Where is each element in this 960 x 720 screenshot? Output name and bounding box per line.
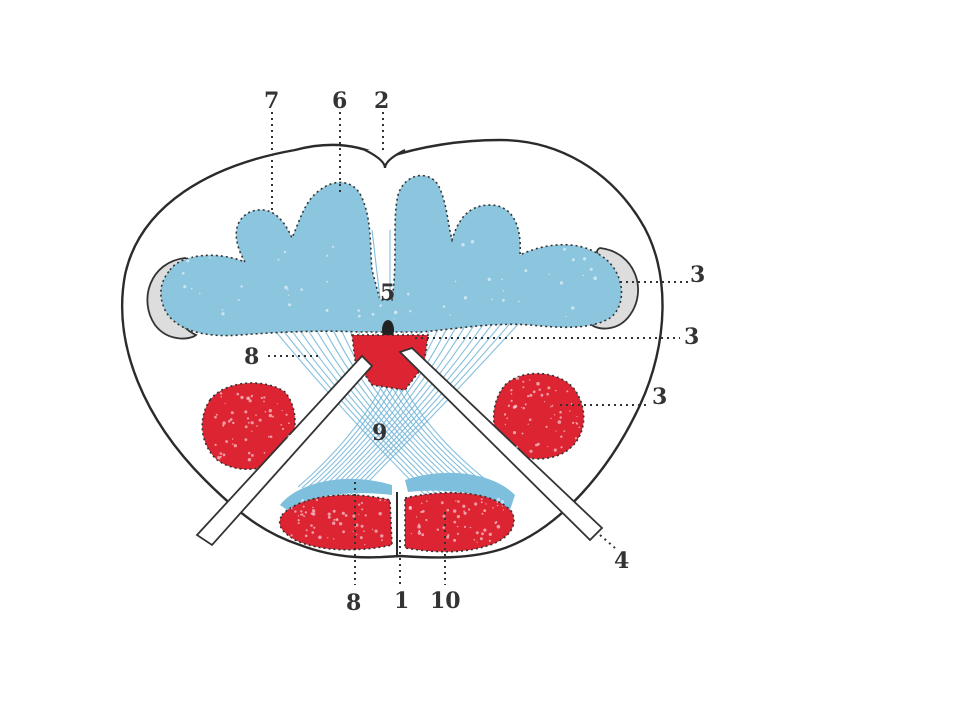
ventral-red-right (404, 491, 515, 553)
label-8-left: 8 (244, 344, 259, 370)
leader-4 (599, 534, 616, 549)
ventral-red-left (278, 494, 393, 551)
label-1: 1 (394, 588, 409, 614)
ventral-blue-right (405, 472, 515, 510)
label-2: 2 (374, 88, 389, 114)
label-9: 9 (372, 420, 387, 446)
label-4: 4 (614, 548, 629, 574)
left-nerve-root (195, 354, 374, 547)
label-7: 7 (264, 88, 279, 114)
median-notch (364, 149, 406, 169)
texture-speckles (182, 239, 597, 546)
label-10: 10 (430, 588, 461, 614)
left-red-island (201, 382, 296, 470)
ventral-blue-left (280, 478, 392, 512)
label-3-middle: 3 (684, 324, 699, 350)
right-nerve-root (398, 346, 604, 542)
label-3-upper: 3 (690, 262, 705, 288)
label-6: 6 (332, 88, 347, 114)
label-5: 5 (380, 280, 395, 306)
label-8-bottom: 8 (346, 590, 361, 616)
dorsal-blue-mass (160, 174, 623, 337)
label-3-lower: 3 (652, 384, 667, 410)
